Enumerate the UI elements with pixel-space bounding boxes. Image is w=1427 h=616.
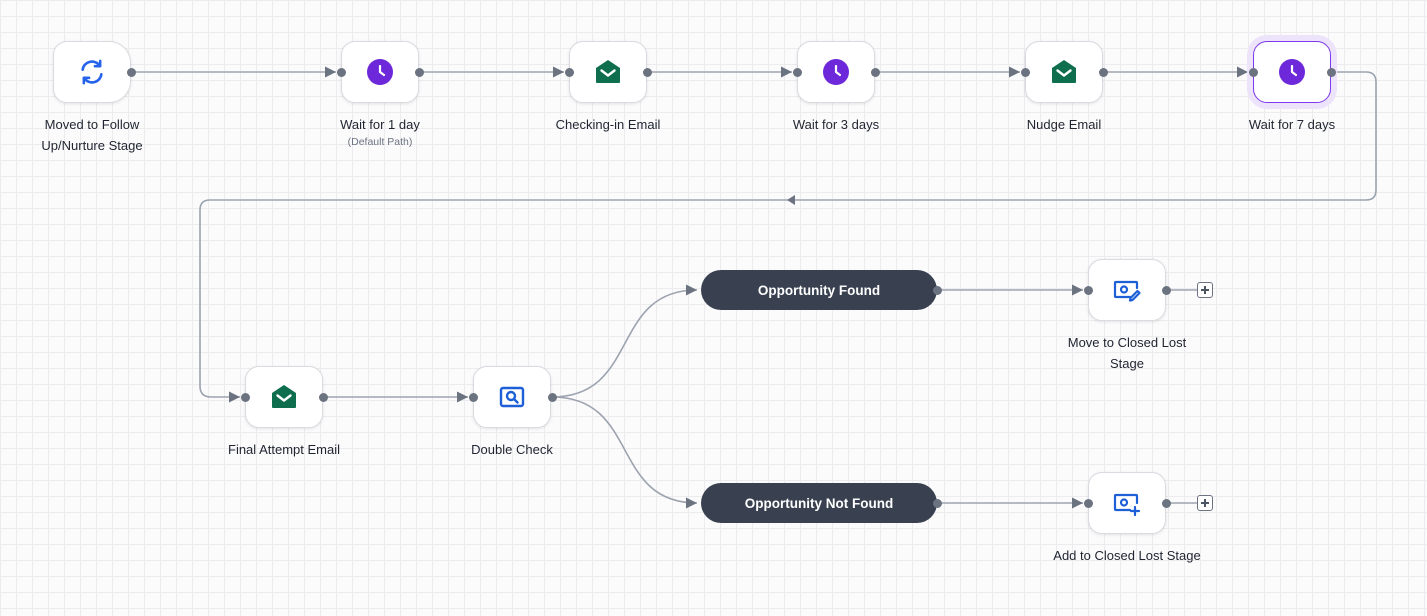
add-opportunity-icon	[1113, 493, 1141, 517]
wait-node-7-days[interactable]	[1253, 41, 1331, 103]
input-port[interactable]	[1248, 67, 1258, 77]
clock-icon	[823, 59, 849, 85]
wait-node-1-label: Wait for 1 day	[340, 117, 420, 132]
branch-opportunity-not-found[interactable]: Opportunity Not Found	[701, 483, 937, 523]
output-port[interactable]	[547, 392, 557, 402]
output-port[interactable]	[126, 67, 136, 77]
input-port[interactable]	[240, 392, 250, 402]
default-path-label: (Default Path)	[347, 136, 413, 148]
email-icon	[272, 385, 296, 408]
trigger-node-label: Moved to Follow Up/Nurture Stage	[41, 117, 143, 153]
email-icon	[1052, 60, 1076, 83]
email-node-nudge[interactable]	[1025, 41, 1103, 103]
wait-node-3-label: Wait for 3 days	[792, 117, 880, 132]
condition-node-double-check[interactable]	[473, 366, 551, 428]
output-port[interactable]	[1161, 285, 1171, 295]
email-node-checking-in[interactable]	[569, 41, 647, 103]
wait-node-3-days[interactable]	[797, 41, 875, 103]
add-step-after-move-button[interactable]	[1197, 282, 1213, 298]
wait-node-1-day[interactable]	[341, 41, 419, 103]
output-port[interactable]	[932, 285, 942, 295]
input-port[interactable]	[1020, 67, 1030, 77]
search-icon	[499, 386, 525, 408]
action-node-move-to-closed-lost[interactable]	[1088, 259, 1166, 321]
connector-check-to-found	[551, 284, 698, 398]
connector-check-to-not-found	[551, 396, 698, 509]
sync-icon	[81, 59, 103, 85]
output-port[interactable]	[414, 67, 424, 77]
email-node-nudge-label: Nudge Email	[1026, 117, 1102, 132]
input-port[interactable]	[468, 392, 478, 402]
output-port[interactable]	[1161, 498, 1171, 508]
trigger-node-moved-to-follow-up[interactable]	[53, 41, 131, 103]
action-node-move-label: Move to Closed Lost Stage	[1067, 335, 1187, 371]
condition-node-double-check-label: Double Check	[471, 442, 553, 457]
output-port[interactable]	[870, 67, 880, 77]
input-port[interactable]	[1083, 498, 1093, 508]
email-icon	[596, 60, 620, 83]
input-port[interactable]	[792, 67, 802, 77]
clock-icon	[367, 59, 393, 85]
input-port[interactable]	[1083, 285, 1093, 295]
add-step-after-add-button[interactable]	[1197, 495, 1213, 511]
output-port[interactable]	[642, 67, 652, 77]
output-port[interactable]	[932, 498, 942, 508]
clock-icon	[1279, 59, 1305, 85]
output-port[interactable]	[1098, 67, 1108, 77]
output-port[interactable]	[318, 392, 328, 402]
email-node-checking-in-label: Checking-in Email	[555, 117, 661, 132]
action-node-add-to-closed-lost[interactable]	[1088, 472, 1166, 534]
input-port[interactable]	[564, 67, 574, 77]
edit-opportunity-icon	[1113, 280, 1141, 302]
action-node-add-label: Add to Closed Lost Stage	[1053, 548, 1201, 563]
email-node-final-attempt-label: Final Attempt Email	[228, 442, 340, 457]
input-port[interactable]	[336, 67, 346, 77]
branch-opportunity-found[interactable]: Opportunity Found	[701, 270, 937, 310]
output-port[interactable]	[1326, 67, 1336, 77]
wait-node-7-label: Wait for 7 days	[1248, 117, 1336, 132]
mid-direction-arrow	[787, 195, 795, 205]
email-node-final-attempt[interactable]	[245, 366, 323, 428]
